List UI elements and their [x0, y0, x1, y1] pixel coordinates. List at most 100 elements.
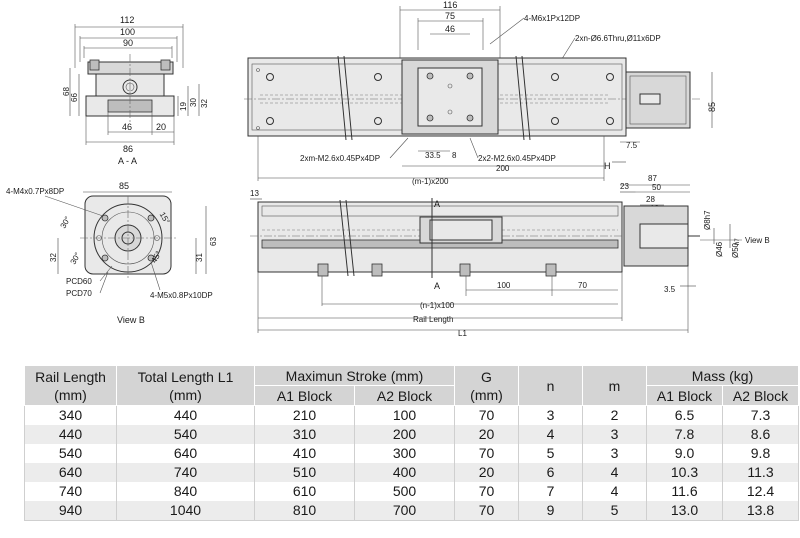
- cell-total-length: 740: [116, 463, 255, 482]
- vb-callout-m4: 4-M4x0.7Px8DP: [6, 187, 64, 196]
- sv-dim-87: 87: [648, 174, 657, 183]
- tv-dim-7-5: 7.5: [626, 141, 638, 150]
- sv-section-a-top: A: [434, 199, 440, 209]
- cell-stroke-a1: 210: [254, 405, 355, 425]
- table-row: 440 540 310 200 20 4 3 7.8 8.6: [24, 425, 800, 444]
- sv-dim-50: 50: [652, 183, 661, 192]
- cell-g: 70: [454, 501, 519, 521]
- cell-total-length: 440: [116, 405, 255, 425]
- cell-stroke-a2: 200: [354, 425, 455, 444]
- tv-callout-thru: 2xn-Ø6.6Thru,Ø11x6DP: [575, 34, 661, 43]
- vb-pcd70: PCD70: [66, 289, 92, 298]
- cell-total-length: 1040: [116, 501, 255, 521]
- cell-rail-length: 740: [24, 482, 117, 501]
- sv-dim-3-5: 3.5: [664, 285, 676, 294]
- side-view: 13 87 23 50 28 18 A A Ø8h7: [250, 174, 770, 338]
- aa-title: A - A: [118, 156, 137, 166]
- cell-n: 7: [518, 482, 583, 501]
- header-total-length: Total Length L1(mm): [116, 365, 255, 406]
- cell-mass-a1: 13.0: [646, 501, 723, 521]
- header-mass-a1: A1 Block: [646, 385, 723, 406]
- cell-mass-a2: 7.3: [721, 405, 800, 425]
- vb-angle-30-top: 30°: [59, 215, 73, 230]
- tv-dim-33-5: 33.5: [425, 151, 441, 160]
- aa-dim-20: 20: [156, 122, 166, 132]
- header-total-length-label: Total Length L1: [137, 368, 234, 385]
- sv-dim-23: 23: [620, 182, 629, 191]
- sv-dim-13: 13: [250, 189, 259, 198]
- tv-dim-m-1-x200: (m-1)x200: [412, 177, 449, 186]
- tv-callout-m6: 4-M6x1Px12DP: [524, 14, 580, 23]
- sv-dim-rail-length: Rail Length: [413, 315, 453, 324]
- vb-dim-31: 31: [195, 253, 204, 262]
- cell-n: 6: [518, 463, 583, 482]
- header-stroke-a1: A1 Block: [254, 385, 355, 406]
- cell-stroke-a1: 310: [254, 425, 355, 444]
- cell-m: 3: [582, 425, 647, 444]
- tv-dim-200: 200: [496, 164, 510, 173]
- cell-total-length: 540: [116, 425, 255, 444]
- cell-stroke-a2: 400: [354, 463, 455, 482]
- cell-rail-length: 340: [24, 405, 117, 425]
- sv-dim-d8h7: Ø8h7: [703, 210, 712, 230]
- aa-dim-32: 32: [200, 99, 209, 108]
- aa-dim-19: 19: [179, 102, 188, 111]
- header-stroke-a2: A2 Block: [354, 385, 455, 406]
- sv-dim-l1: L1: [458, 329, 467, 338]
- vb-dim-85: 85: [119, 181, 129, 191]
- sv-dim-d46: Ø46: [715, 241, 724, 257]
- cell-mass-a1: 7.8: [646, 425, 723, 444]
- aa-dim-46: 46: [122, 122, 132, 132]
- sv-dim-d50: Ø50: [731, 242, 740, 258]
- cell-mass-a2: 8.6: [721, 425, 800, 444]
- vb-title: View B: [117, 315, 145, 325]
- cell-g: 70: [454, 405, 519, 425]
- cell-stroke-a1: 410: [254, 444, 355, 463]
- cell-g: 20: [454, 425, 519, 444]
- tv-callout-2x2: 2x2-M2.6x0.45Px4DP: [478, 154, 556, 163]
- header-m: m: [582, 365, 647, 406]
- cell-mass-a2: 12.4: [721, 482, 800, 501]
- tv-dim-46: 46: [445, 24, 455, 34]
- aa-dim-86: 86: [123, 144, 133, 154]
- aa-dim-68: 68: [62, 87, 71, 96]
- cell-stroke-a2: 700: [354, 501, 455, 521]
- sv-dim-n-1-x100: (n-1)x100: [420, 301, 455, 310]
- vb-callout-m5: 4-M5x0.8Px10DP: [150, 291, 213, 300]
- cell-stroke-a2: 300: [354, 444, 455, 463]
- sv-dim-100: 100: [497, 281, 511, 290]
- sv-dim-28: 28: [646, 195, 655, 204]
- spec-table: Rail Length (mm) Total Length L1(mm) Maxi…: [24, 365, 800, 521]
- header-max-stroke: Maximun Stroke (mm): [254, 365, 455, 386]
- sv-dim-70: 70: [578, 281, 587, 290]
- tv-dim-85: 85: [707, 102, 717, 112]
- vb-dim-63: 63: [209, 237, 218, 246]
- sv-dim-h7: h7: [735, 238, 741, 245]
- header-g-label: G: [481, 368, 492, 385]
- header-n: n: [518, 365, 583, 406]
- cell-rail-length: 940: [24, 501, 117, 521]
- cell-mass-a1: 9.0: [646, 444, 723, 463]
- sv-view-b-label: View B: [745, 236, 770, 245]
- aa-dim-90: 90: [123, 38, 133, 48]
- table-row: 640 740 510 400 20 6 4 10.3 11.3: [24, 463, 800, 482]
- cell-n: 5: [518, 444, 583, 463]
- vb-angle-30-bottom: 30°: [69, 251, 83, 266]
- header-mass: Mass (kg): [645, 365, 800, 386]
- table-row: 940 1040 810 700 70 9 5 13.0 13.8: [24, 501, 800, 521]
- cell-rail-length: 540: [24, 444, 117, 463]
- cell-mass-a1: 6.5: [646, 405, 723, 425]
- view-b: 85 4-M4x0.7Px8DP 30° 30° 15° 45° 32 31 6…: [6, 181, 218, 325]
- cell-mass-a1: 11.6: [646, 482, 723, 501]
- header-rail-length-label: Rail Length: [35, 368, 106, 385]
- header-total-length-unit: (mm): [169, 386, 202, 403]
- cell-g: 70: [454, 482, 519, 501]
- table-row: 340 440 210 100 70 3 2 6.5 7.3: [24, 405, 800, 425]
- cell-m: 4: [582, 482, 647, 501]
- aa-dim-112: 112: [120, 15, 134, 25]
- aa-dim-66: 66: [70, 93, 79, 102]
- header-g: G(mm): [454, 365, 519, 406]
- cell-stroke-a1: 810: [254, 501, 355, 521]
- cell-rail-length: 640: [24, 463, 117, 482]
- cell-total-length: 840: [116, 482, 255, 501]
